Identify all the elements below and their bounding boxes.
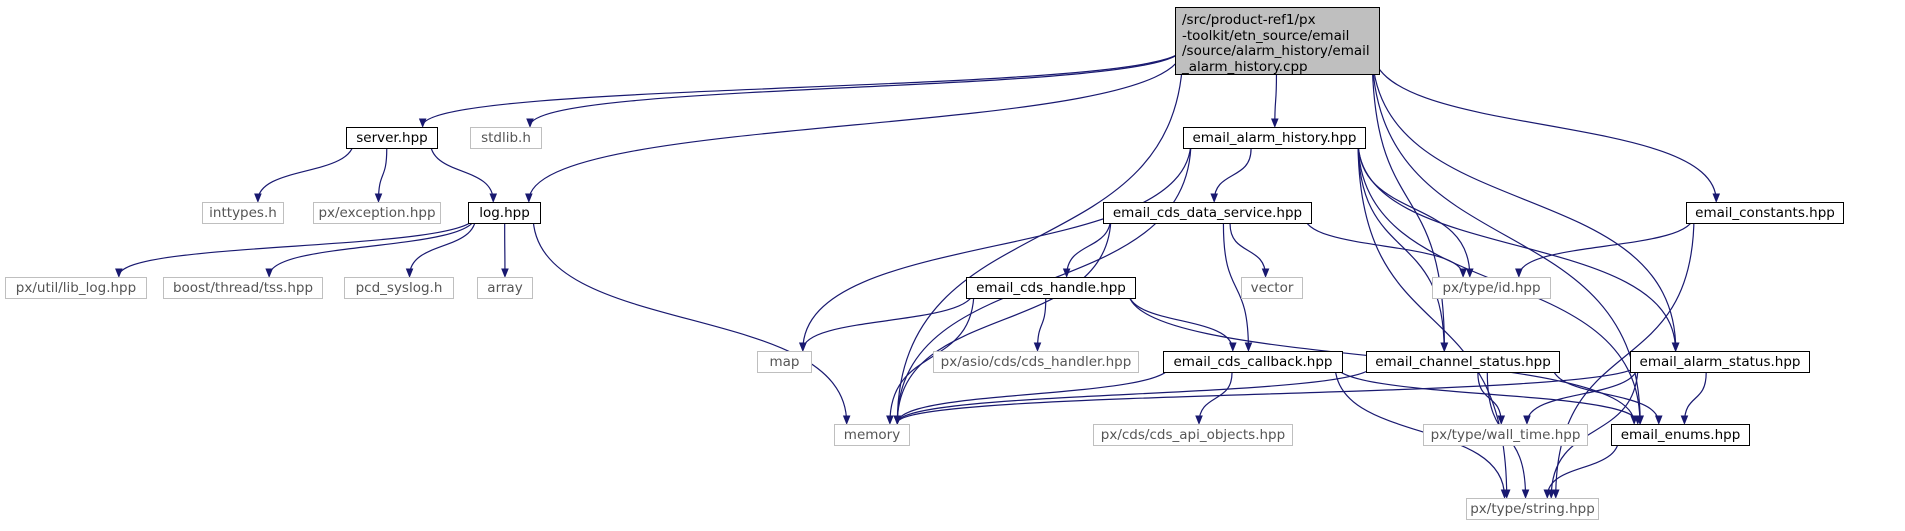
node-px-type-wall-time-hpp: px/type/wall_time.hpp	[1423, 424, 1588, 446]
root-path-line: -toolkit/etn_source/email	[1182, 27, 1350, 44]
edge-email_cds_callback_hpp-to-px_type_string_hpp	[1334, 364, 1505, 497]
node-email-constants-hpp[interactable]: email_constants.hpp	[1686, 202, 1844, 224]
node-memory: memory	[834, 424, 910, 446]
edge-email_alarm_history_hpp-to-email_channel_status_hpp	[1357, 140, 1444, 350]
edge-email_channel_status_hpp-to-px_type_wall_time_hpp	[1477, 372, 1501, 423]
edge-email_cds_handle_hpp-to-px_asio_cds_cds_handler_hpp	[1038, 298, 1047, 350]
edge-root-to-server_hpp	[423, 47, 1184, 126]
node-inttypes-h: inttypes.h	[202, 202, 284, 224]
node-px-asio-cds-cds-handler-hpp: px/asio/cds/cds_handler.hpp	[933, 351, 1139, 373]
edge-email_cds_handle_hpp-to-map	[803, 290, 975, 350]
edge-email_alarm_status_hpp-to-memory	[897, 363, 1639, 423]
node-vector: vector	[1241, 277, 1303, 299]
node-px-exception-hpp: px/exception.hpp	[313, 202, 441, 224]
edge-email_cds_data_service_hpp-to-email_cds_callback_hpp	[1222, 223, 1248, 350]
edge-server_hpp-to-inttypes_h	[258, 140, 355, 201]
node-email-cds-callback-hpp[interactable]: email_cds_callback.hpp	[1163, 351, 1343, 373]
node-email-channel-status-hpp[interactable]: email_channel_status.hpp	[1366, 351, 1560, 373]
edge-email_cds_callback_hpp-to-memory	[897, 364, 1172, 423]
edge-email_cds_data_service_hpp-to-vector	[1229, 223, 1265, 276]
node-px-type-id-hpp: px/type/id.hpp	[1432, 277, 1551, 299]
edge-root-to-email_alarm_status_hpp	[1371, 47, 1676, 350]
edge-root-to-log_hpp	[529, 47, 1184, 201]
node-px-cds-cds-api-objects-hpp: px/cds/cds_api_objects.hpp	[1093, 424, 1293, 446]
edge-email_alarm_history_hpp-to-email_alarm_status_hpp	[1357, 140, 1675, 350]
edge-email_alarm_status_hpp-to-px_type_wall_time_hpp	[1527, 364, 1639, 423]
node-server-hpp[interactable]: server.hpp	[346, 127, 438, 149]
edge-email_constants_hpp-to-px_type_id_hpp	[1519, 215, 1695, 276]
edge-root-to-stdlib_h	[530, 47, 1184, 126]
root-path-line: /src/product-ref1/px	[1182, 12, 1316, 28]
edge-email_cds_data_service_hpp-to-memory	[897, 215, 1112, 423]
node-email-cds-data-service-hpp[interactable]: email_cds_data_service.hpp	[1103, 202, 1312, 224]
node-array: array	[477, 277, 533, 299]
edge-email_cds_handle_hpp-to-email_cds_callback_hpp	[1127, 290, 1233, 350]
edge-email_channel_status_hpp-to-memory	[897, 364, 1375, 423]
edge-email_alarm_history_hpp-to-email_cds_data_service_hpp	[1214, 148, 1252, 201]
edge-email_cds_data_service_hpp-to-px_type_id_hpp	[1303, 215, 1463, 276]
root-path-line: _alarm_history.cpp	[1182, 58, 1308, 75]
root-path-line: /source/alarm_history/email	[1182, 43, 1370, 59]
edge-email_cds_handle_hpp-to-memory	[890, 290, 975, 423]
edge-email_cds_callback_hpp-to-email_enums_hpp	[1334, 364, 1638, 423]
edge-log_hpp-to-pcd_syslog_h	[410, 215, 477, 276]
edge-log_hpp-to-boost_thread_tss_hpp	[269, 215, 477, 276]
edge-email_channel_status_hpp-to-email_enums_hpp	[1551, 364, 1659, 423]
node-px-type-string-hpp: px/type/string.hpp	[1466, 498, 1599, 520]
edge-root-to-email_enums_hpp	[1371, 47, 1640, 423]
node-map: map	[757, 351, 812, 373]
node-log-hpp[interactable]: log.hpp	[468, 202, 541, 224]
edge-email_alarm_history_hpp-to-px_type_id_hpp	[1357, 140, 1470, 276]
edge-email_enums_hpp-to-px_type_string_hpp	[1547, 437, 1620, 497]
node-email-alarm-history-hpp[interactable]: email_alarm_history.hpp	[1183, 127, 1366, 149]
edge-server_hpp-to-log_hpp	[429, 140, 493, 201]
edge-email_alarm_history_hpp-to-map	[803, 140, 1192, 350]
edge-root-to-email_alarm_history_hpp	[1275, 74, 1277, 126]
edge-root-to-email_constants_hpp	[1371, 47, 1716, 201]
edge-email_alarm_status_hpp-to-px_type_string_hpp	[1551, 364, 1639, 497]
edge-email_cds_data_service_hpp-to-email_cds_handle_hpp	[1067, 215, 1112, 276]
node-email-alarm-status-hpp[interactable]: email_alarm_status.hpp	[1630, 351, 1810, 373]
edge-email_cds_callback_hpp-to-px_cds_cds_api_objects_hpp	[1199, 372, 1233, 423]
edge-server_hpp-to-px_exception_hpp	[379, 148, 388, 201]
edge-email_alarm_status_hpp-to-email_enums_hpp	[1684, 372, 1707, 423]
node-stdlib-h: stdlib.h	[470, 127, 542, 149]
node-boost-thread-tss-hpp: boost/thread/tss.hpp	[163, 277, 323, 299]
edge-root-to-email_channel_status_hpp	[1371, 47, 1444, 350]
node-root-file[interactable]: /src/product-ref1/px -toolkit/etn_source…	[1175, 7, 1380, 75]
edge-log_hpp-to-px_util_lib_log_hpp	[119, 215, 477, 276]
node-email-enums-hpp[interactable]: email_enums.hpp	[1611, 424, 1750, 446]
node-px-util-lib-log-hpp: px/util/lib_log.hpp	[5, 277, 147, 299]
node-email-cds-handle-hpp[interactable]: email_cds_handle.hpp	[966, 277, 1136, 299]
root-file-path: /src/product-ref1/px -toolkit/etn_source…	[1182, 12, 1370, 75]
node-pcd-syslog-h: pcd_syslog.h	[344, 277, 454, 299]
edge-log_hpp-to-memory	[532, 215, 847, 423]
